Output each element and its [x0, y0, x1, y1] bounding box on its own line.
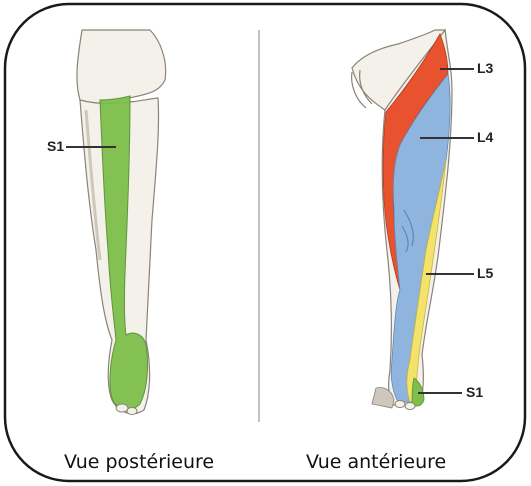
label-s1-left: S1	[47, 138, 64, 154]
label-s1-right: S1	[466, 384, 483, 400]
label-l5: L5	[477, 265, 493, 281]
caption-posterior-view: Vue postérieure	[64, 451, 214, 473]
label-l4: L4	[477, 129, 493, 145]
caption-anterior-view: Vue antérieure	[306, 451, 446, 473]
label-l3: L3	[477, 60, 493, 76]
